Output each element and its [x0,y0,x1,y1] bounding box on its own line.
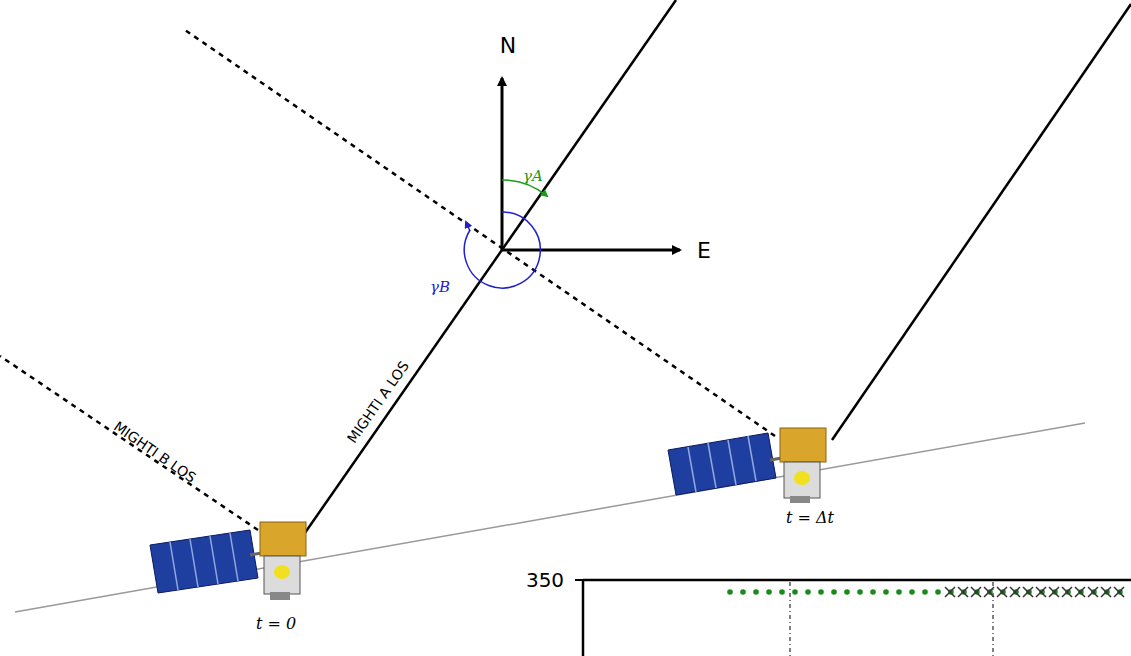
data-cross [958,587,968,597]
time-label: t = 0 [256,616,296,632]
angle-label: γB [430,280,450,295]
data-dot [779,589,785,595]
data-dot [844,589,850,595]
data-cross [1023,587,1033,597]
data-cross [1075,587,1085,597]
time-label: t = Δt [786,510,834,526]
angle-arc [464,212,540,288]
axis-label: E [697,240,711,262]
data-cross [971,587,981,597]
data-dot [818,589,824,595]
los-line [832,4,1131,440]
data-dot [766,589,772,595]
satellite-icon [150,522,306,600]
data-dot [922,589,928,595]
data-dot [727,589,733,595]
data-cross [1101,587,1111,597]
data-cross [984,587,994,597]
inset-chart [575,579,1131,656]
east-arrow [502,249,680,252]
angle-arc-head [466,222,470,231]
los-label: MIGHTI A LOS [345,359,412,446]
los-label: MIGHTI B LOS [112,419,199,485]
data-dot [831,589,837,595]
data-cross [1062,587,1072,597]
data-cross [1036,587,1046,597]
data-cross [1049,587,1059,597]
data-dot [935,589,941,595]
data-cross [997,587,1007,597]
data-dot [896,589,902,595]
data-cross [945,587,955,597]
axis-tick-label: 350 [526,570,564,590]
orbit-track [15,423,1085,612]
north-arrow [501,78,504,250]
satellite-icon [668,428,826,503]
data-dot [792,589,798,595]
los-line-dashed [0,356,258,530]
angle-label: γA [523,169,543,184]
data-dot [883,589,889,595]
data-dot [870,589,876,595]
data-cross [1010,587,1020,597]
los-line-dashed [185,30,775,436]
data-cross [1088,587,1098,597]
data-cross [1114,587,1124,597]
data-dot [857,589,863,595]
data-dot [909,589,915,595]
data-dot [805,589,811,595]
los-line [300,0,676,540]
axis-label: N [500,35,516,57]
data-dot [753,589,759,595]
data-dot [740,589,746,595]
